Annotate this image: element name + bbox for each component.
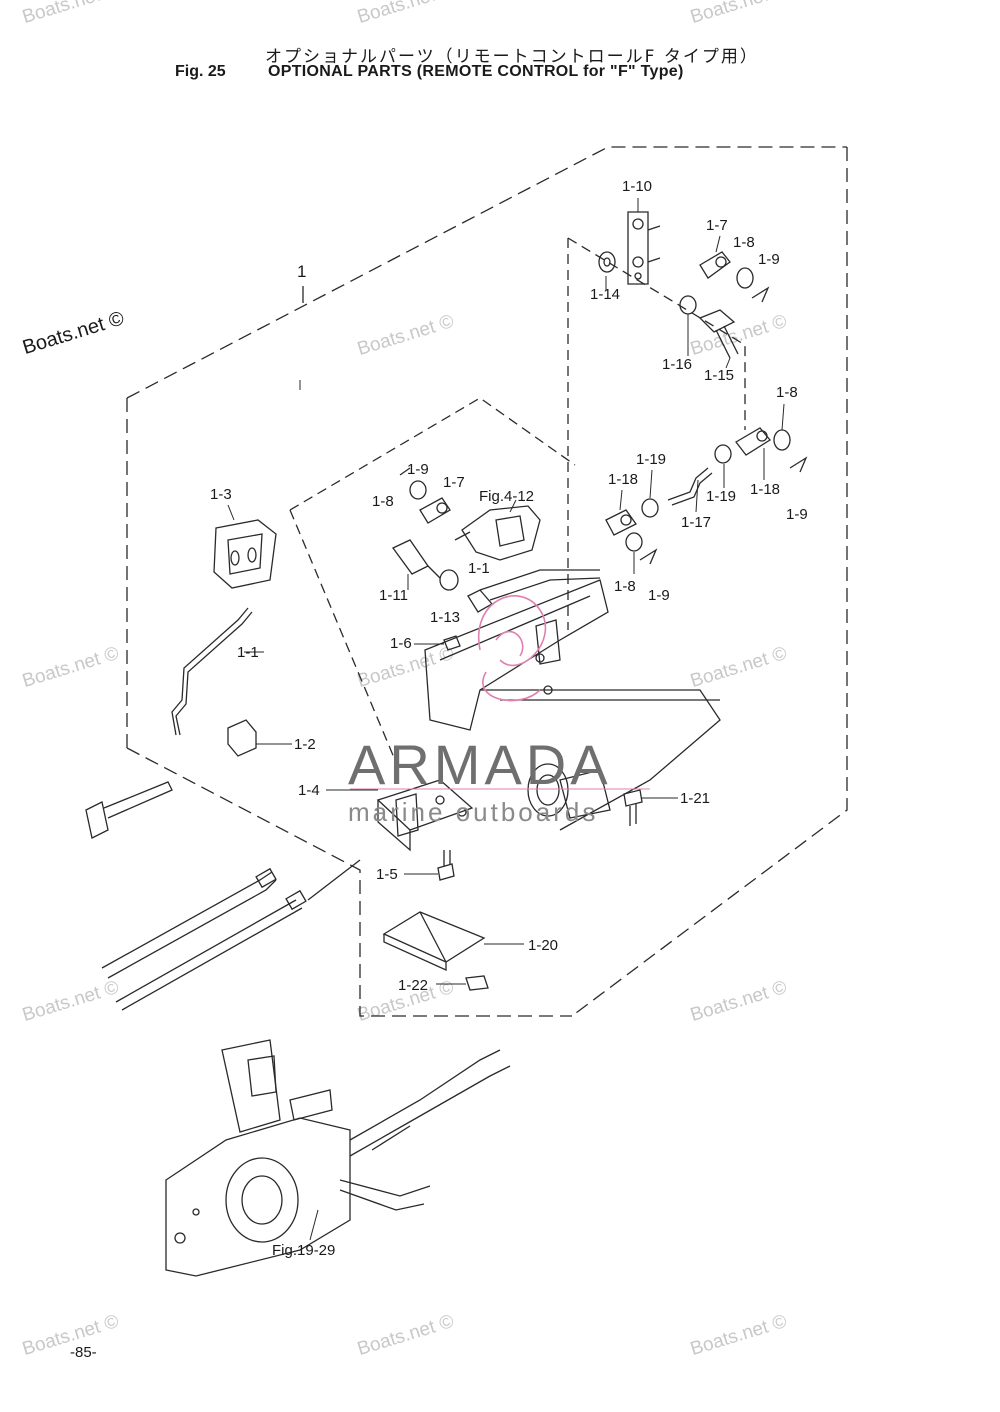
part-plate-1-20 <box>382 911 486 972</box>
part-grommet-1-2 <box>227 719 257 757</box>
assembly-boundary <box>126 146 848 1017</box>
part-label: 1-9 <box>758 251 780 268</box>
part-label: 1-9 <box>786 506 808 523</box>
page-number: -85- <box>70 1344 97 1361</box>
part-label: 1-11 <box>379 587 408 604</box>
part-label: 1-19 <box>706 488 737 505</box>
part-clip-1-9-low <box>639 548 658 565</box>
part-label: 1-20 <box>528 937 559 954</box>
part-joint-1-18-left <box>605 509 637 536</box>
part-label: 1-18 <box>750 481 781 498</box>
title-english: OPTIONAL PARTS (REMOTE CONTROL for "F" T… <box>268 63 684 80</box>
part-label: 1-8 <box>733 234 755 251</box>
part-nut-1-19-b <box>714 444 732 464</box>
part-collar-1-13 <box>439 569 459 591</box>
part-label: 1-21 <box>680 790 711 807</box>
remote-control-box <box>165 1039 511 1277</box>
armada-logo-mark <box>477 595 547 702</box>
leader-lines <box>227 198 785 1241</box>
part-joint-1-18-right <box>735 427 771 456</box>
part-label: 1-17 <box>681 514 712 531</box>
part-joint-1-7-top <box>699 251 731 279</box>
part-cover-1-3 <box>213 519 277 589</box>
part-label: 1-9 <box>648 587 670 604</box>
part-nut-1-8-mid <box>409 480 427 500</box>
part-label: 1-13 <box>430 609 461 626</box>
part-label: 1-9 <box>407 461 429 478</box>
brand-watermark-subtitle: marine outboards <box>348 797 599 827</box>
part-label: 1-16 <box>662 356 693 373</box>
part-label: 1-22 <box>398 977 429 994</box>
control-cables <box>101 859 361 1011</box>
main-bracket <box>424 569 721 831</box>
part-connector-left <box>85 781 173 839</box>
part-plate-1-10 <box>627 211 661 285</box>
part-nut-1-8-top <box>736 267 754 289</box>
part-nut-1-8-right <box>773 429 791 451</box>
part-label: 1-18 <box>608 471 639 488</box>
part-label: 1-2 <box>294 736 316 753</box>
figure-number: Fig. 25 <box>175 63 226 80</box>
part-label: 1-3 <box>210 486 232 503</box>
part-label: 1-10 <box>622 178 653 195</box>
part-label: 1-6 <box>390 635 412 652</box>
part-label: 1-19 <box>636 451 667 468</box>
part-bolt-1-5 <box>437 850 455 881</box>
inner-guide <box>289 237 746 761</box>
part-label: 1-8 <box>776 384 798 401</box>
part-bolt-1-15 <box>698 309 739 359</box>
part-clip-1-9-top <box>751 286 770 303</box>
part-label: 1-8 <box>372 493 394 510</box>
part-bolt-1-21 <box>623 789 643 826</box>
part-label: 1-15 <box>704 367 735 384</box>
part-label: 1-4 <box>298 782 320 799</box>
part-bracket-fig-4-12 <box>454 505 541 561</box>
part-label: 1-5 <box>376 866 398 883</box>
part-nut-1-22 <box>465 975 489 991</box>
part-label: 1-1 <box>237 644 259 661</box>
part-label: Fig.19-29 <box>272 1242 336 1259</box>
part-clip-1-9-mid <box>399 467 411 476</box>
part-label: 1-14 <box>590 286 621 303</box>
part-pin-1-11 <box>392 539 441 579</box>
part-nut-1-8-low <box>625 532 643 552</box>
part-nut-1-19-a <box>641 498 659 518</box>
title-japanese: オプショナルパーツ（リモートコントロールF タイプ用） <box>265 47 759 67</box>
assembly-number: 1 <box>297 262 307 281</box>
part-label: 1-7 <box>443 474 465 491</box>
part-washer-1-14 <box>598 251 616 273</box>
part-bracket-1-4 <box>376 779 474 852</box>
part-label: Fig.4-12 <box>479 488 535 505</box>
part-washer-1-16 <box>679 295 697 315</box>
part-label: 1-1 <box>468 560 490 577</box>
part-label: 1-7 <box>706 217 728 234</box>
part-nut-1-6 <box>443 635 461 651</box>
brand-watermark: ARMADA <box>348 733 612 796</box>
part-label: 1-8 <box>614 578 636 595</box>
part-joint-1-7-mid <box>419 497 451 524</box>
part-rod-1-1 <box>171 607 253 736</box>
part-clip-1-9-right <box>789 456 808 473</box>
